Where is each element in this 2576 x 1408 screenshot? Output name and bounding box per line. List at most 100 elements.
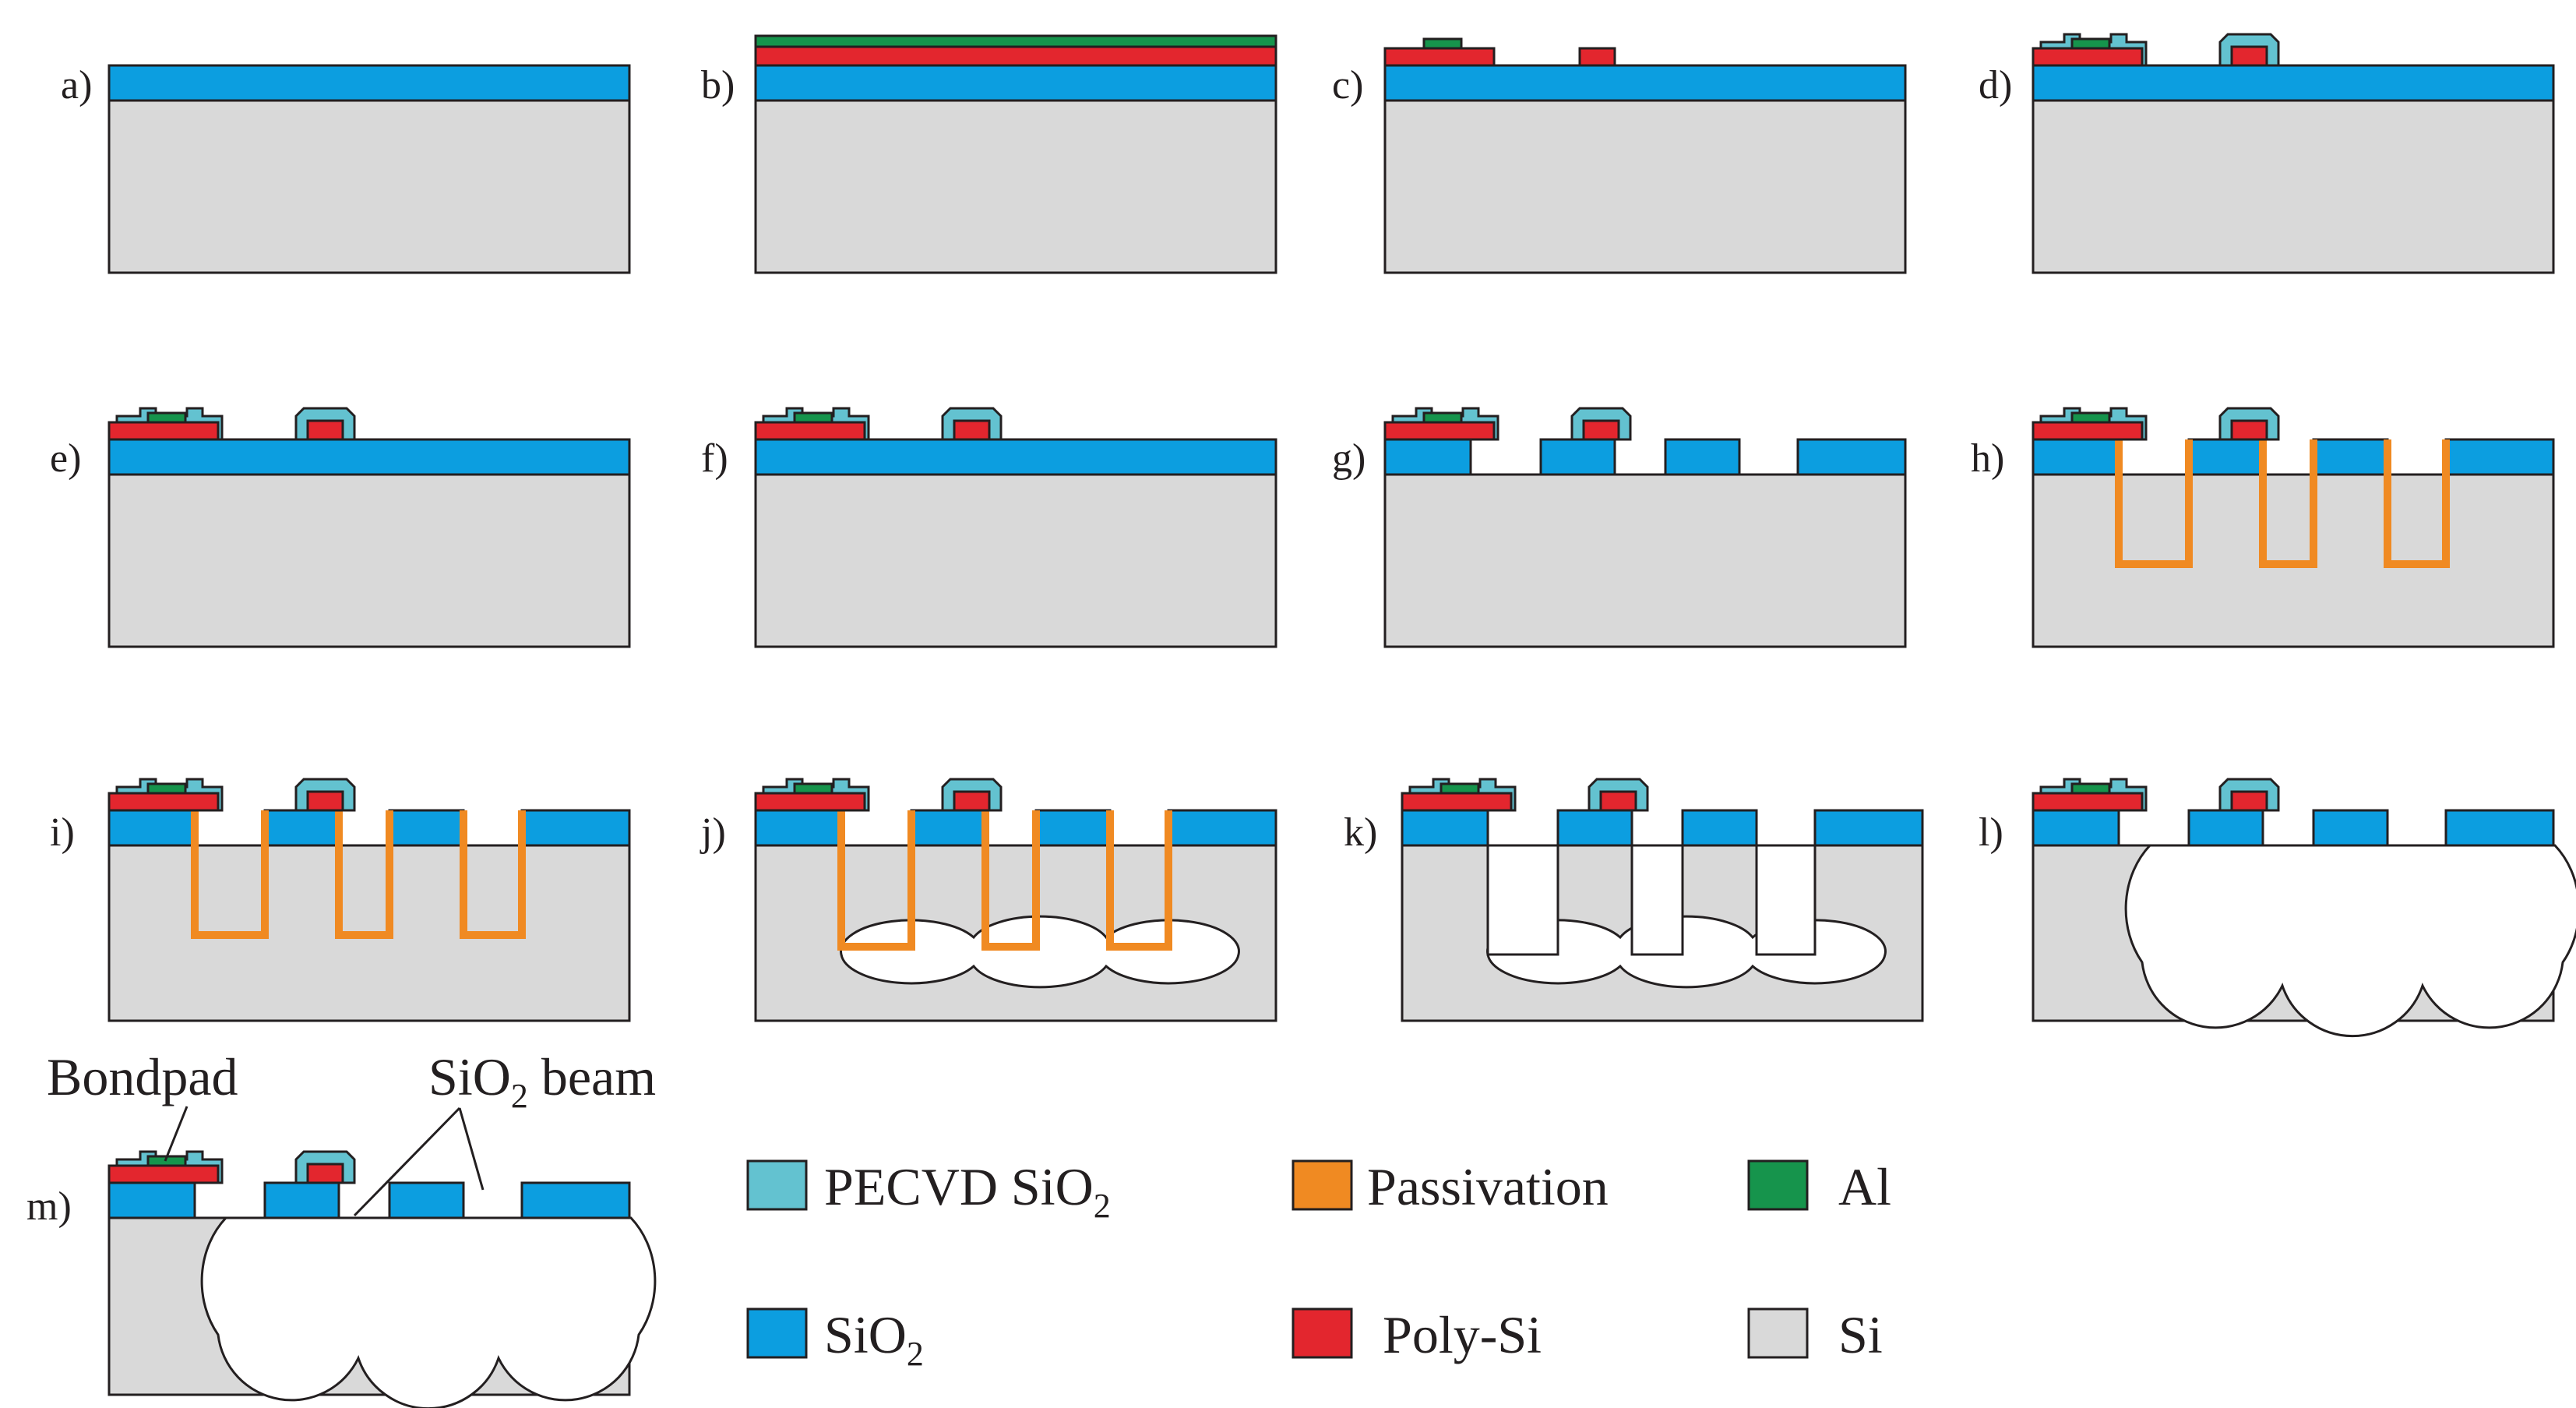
al-bondpad xyxy=(793,782,833,795)
step-label-g: g) xyxy=(1332,436,1366,481)
sio2-segment-3 xyxy=(1664,438,1741,476)
poly-si-resistor xyxy=(2230,790,2268,812)
sio2-segment-3 xyxy=(388,809,465,847)
legend-swatch-passivation xyxy=(1292,1159,1353,1211)
sio2-layer xyxy=(1383,64,1907,102)
trench-3 xyxy=(1755,844,1817,956)
passivation-liner-2 xyxy=(2259,439,2317,568)
step-panel-j: j) xyxy=(700,778,1277,1022)
step-panel-m: m) xyxy=(26,1150,657,1408)
legend-swatch-si xyxy=(1747,1307,1809,1359)
si-substrate xyxy=(107,473,631,648)
step-label-k: k) xyxy=(1344,810,1377,855)
poly-si-bondpad xyxy=(754,792,866,812)
al-bondpad xyxy=(2070,782,2111,795)
passivation-liner-2 xyxy=(335,810,393,939)
poly-si-resistor xyxy=(306,419,344,441)
sio2-segment-4 xyxy=(2444,438,2555,476)
step-label-f: f) xyxy=(701,436,728,481)
poly-si-resistor xyxy=(1582,419,1620,441)
step-label-a: a) xyxy=(61,63,92,108)
sio2-segment-1 xyxy=(754,809,843,847)
al-layer xyxy=(754,34,1277,48)
legend: PECVD SiO2 SiO2 Passivation Poly-Si Al S… xyxy=(746,1157,1891,1373)
step-panel-f: f) xyxy=(701,407,1277,648)
al-bondpad xyxy=(2070,37,2111,50)
al-bondpad xyxy=(146,782,187,795)
si-substrate xyxy=(754,473,1277,648)
legend-swatch-pecvd-sio2 xyxy=(746,1159,808,1211)
poly-si-bondpad xyxy=(2032,47,2144,67)
sio2-segment-4 xyxy=(1796,438,1907,476)
si-substrate xyxy=(2032,99,2555,274)
poly-si-resistor xyxy=(306,790,344,812)
step-panel-d: d) xyxy=(1979,33,2555,274)
step-panel-c: c) xyxy=(1332,37,1907,274)
legend-label-pecvd-sio2: PECVD SiO2 xyxy=(824,1157,1111,1225)
step-label-h: h) xyxy=(1971,436,2004,481)
sio2-segment-3 xyxy=(2312,809,2389,847)
step-panel-k: k) xyxy=(1344,778,1924,1022)
sio2-segment-2 xyxy=(1539,438,1616,476)
passivation-liner-3 xyxy=(1106,810,1172,951)
poly-si-bondpad xyxy=(107,792,220,812)
beam-label: SiO2 beam xyxy=(428,1047,656,1115)
step-panel-h: h) xyxy=(1971,407,2555,648)
poly-si-bondpad xyxy=(754,421,866,441)
si-substrate xyxy=(754,99,1277,274)
sio2-segment-3 xyxy=(1034,809,1112,847)
bondpad-leader-line xyxy=(164,1106,189,1162)
trench-1 xyxy=(1486,844,1559,956)
al-bondpad xyxy=(793,411,833,424)
legend-label-si: Si xyxy=(1838,1305,1883,1364)
poly-si-resistor xyxy=(953,790,991,812)
passivation-liner-1 xyxy=(2115,439,2193,568)
passivation-liner-3 xyxy=(2384,439,2450,568)
passivation-liner-3 xyxy=(460,810,526,939)
sio2-segment-3 xyxy=(2312,438,2389,476)
sio2-layer xyxy=(754,64,1277,102)
bondpad-label: Bondpad xyxy=(47,1047,238,1106)
sio2-layer xyxy=(107,438,631,476)
sio2-segment-1 xyxy=(2032,438,2120,476)
step-label-e: e) xyxy=(50,436,81,481)
step-panel-b: b) xyxy=(701,34,1277,274)
si-substrate xyxy=(1383,99,1907,274)
poly-si-bondpad xyxy=(1383,47,1496,67)
al-bondpad xyxy=(1440,782,1480,795)
bondpad-annotation: Bondpad xyxy=(47,1047,238,1162)
sio2-segment-4 xyxy=(520,1181,631,1219)
poly-si-resistor xyxy=(2230,45,2268,67)
sio2-segment-4 xyxy=(1167,809,1277,847)
sio2-segment-4 xyxy=(2444,809,2555,847)
poly-si-resistor xyxy=(1599,790,1637,812)
si-substrate xyxy=(1383,473,1907,648)
trench-2 xyxy=(1630,844,1684,956)
poly-si-resistor xyxy=(306,1163,344,1184)
sio2-segment-2 xyxy=(263,1181,340,1219)
step-label-d: d) xyxy=(1979,63,2012,108)
sio2-segment-2 xyxy=(910,809,987,847)
legend-swatch-sio2 xyxy=(746,1307,808,1359)
beam-leader-line-1 xyxy=(353,1106,461,1217)
sio2-layer xyxy=(754,438,1277,476)
al-bondpad xyxy=(1422,411,1463,424)
step-panel-l: l) xyxy=(1979,778,2576,1038)
poly-si-resistor xyxy=(1578,47,1616,67)
passivation-liner-2 xyxy=(981,810,1040,951)
al-bondpad xyxy=(2070,411,2111,424)
sio2-segment-1 xyxy=(1383,438,1472,476)
passivation-liner-1 xyxy=(191,810,269,939)
sio2-segment-2 xyxy=(2187,438,2264,476)
beam-leader-line-2 xyxy=(458,1107,485,1191)
sio2-segment-2 xyxy=(263,809,340,847)
poly-si-resistor xyxy=(2230,419,2268,441)
sio2-segment-2 xyxy=(2187,809,2264,847)
sio2-segment-1 xyxy=(1401,809,1489,847)
poly-si-layer xyxy=(754,45,1277,67)
step-label-l: l) xyxy=(1979,810,2003,855)
step-panel-g: g) xyxy=(1332,407,1907,648)
poly-si-bondpad xyxy=(2032,421,2144,441)
poly-si-bondpad xyxy=(1401,792,1513,812)
